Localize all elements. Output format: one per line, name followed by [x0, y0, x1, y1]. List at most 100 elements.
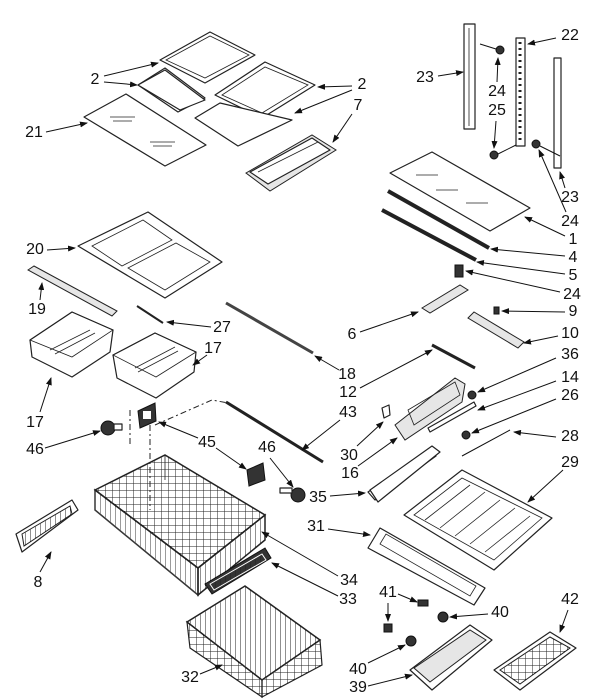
- leader-arrow: [538, 149, 567, 213]
- bracket-left-45: [137, 402, 157, 429]
- wire-basket-32: [185, 585, 323, 699]
- callout-1: 1: [524, 216, 578, 248]
- callout-31: 31: [307, 518, 371, 537]
- leader-arrow: [359, 311, 419, 333]
- part-number-label: 14: [561, 369, 579, 386]
- callout-34: 34: [261, 531, 358, 589]
- leader-arrow: [559, 609, 569, 633]
- part-number-label: 36: [561, 346, 579, 363]
- callout-14: 14: [477, 369, 579, 411]
- crisper-drawer-right-17: [112, 332, 197, 399]
- leader-arrow: [501, 308, 566, 315]
- part-number-label: 12: [339, 384, 357, 401]
- callout-43: 43: [301, 404, 357, 451]
- shelf-ladder-left-23: [463, 23, 476, 130]
- callout-17: 17: [26, 377, 52, 431]
- part-number-label: 17: [26, 414, 44, 431]
- part-number-label: 21: [25, 124, 43, 141]
- leader-arrow: [192, 354, 208, 366]
- part-number-label: 34: [340, 572, 358, 589]
- callout-20: 20: [26, 241, 76, 258]
- shelf-frame-upper-left: [159, 31, 256, 84]
- leader-arrow: [476, 259, 566, 275]
- leader-arrow: [261, 531, 339, 577]
- callout-17: 17: [192, 340, 222, 366]
- trim-19: [27, 265, 118, 317]
- callout-40: 40: [349, 644, 406, 678]
- leader-arrow: [327, 528, 371, 537]
- part-number-label: 9: [569, 303, 578, 320]
- callout-29: 29: [527, 454, 579, 503]
- screw-41-lower: [383, 623, 393, 633]
- screw-24-top: [479, 43, 505, 55]
- part-number-label: 32: [181, 669, 199, 686]
- part-number-label: 40: [349, 661, 367, 678]
- rail-14: [427, 401, 477, 433]
- trim-4: [387, 189, 490, 250]
- shelf-ladder-22: [515, 37, 526, 147]
- callout-46: 46: [258, 439, 294, 488]
- part-number-label: 20: [26, 241, 44, 258]
- leader-arrow: [359, 349, 433, 389]
- crisper-drawer-left-17: [29, 311, 114, 378]
- callout-27: 27: [166, 319, 231, 336]
- leader-arrow: [477, 357, 557, 393]
- callout-25: 25: [488, 102, 506, 149]
- leader-arrow: [513, 429, 557, 438]
- leader-arrow: [166, 319, 212, 328]
- screw-24-right: [531, 139, 561, 157]
- leader-arrow: [38, 282, 45, 301]
- leader-arrow: [39, 377, 52, 413]
- callout-33: 33: [271, 562, 357, 608]
- part-number-label: 27: [213, 319, 231, 336]
- callout-7: 7: [332, 97, 363, 143]
- basket-end-33: [204, 547, 272, 595]
- leader-arrow: [491, 120, 498, 149]
- callout-32: 32: [181, 664, 223, 686]
- callout-41: 41: [379, 584, 418, 622]
- leader-arrow: [199, 664, 223, 675]
- part-number-label: 45: [198, 434, 216, 451]
- callout-26: 26: [471, 387, 579, 434]
- part-number-label: 22: [561, 27, 579, 44]
- rail-10: [467, 311, 525, 349]
- part-number-label: 41: [379, 584, 397, 601]
- callout-18: 18: [314, 355, 356, 383]
- callout-24: 24: [538, 149, 579, 230]
- callout-36: 36: [477, 346, 579, 393]
- leader-arrow: [301, 419, 341, 451]
- part-number-label: 23: [561, 189, 579, 206]
- callout-40: 40: [449, 604, 509, 621]
- ice-bin-39: [409, 624, 493, 691]
- part-number-label: 2: [91, 71, 100, 88]
- leader-arrow: [367, 644, 406, 664]
- glass-shelf-1: [389, 151, 531, 232]
- part-number-label: 24: [488, 83, 506, 100]
- part-number-label: 23: [416, 69, 434, 86]
- leader-arrow: [332, 113, 353, 143]
- leader-arrow: [527, 37, 557, 46]
- part-number-label: 2: [358, 76, 367, 93]
- shelf-frame-lower-left: [137, 67, 206, 113]
- callout-42: 42: [559, 591, 579, 633]
- callout-39: 39: [349, 673, 413, 696]
- part-number-label: 30: [340, 447, 358, 464]
- leader-arrow: [45, 121, 88, 133]
- callout-16: 16: [341, 437, 398, 482]
- leader-arrow: [329, 490, 366, 497]
- part-number-label: 8: [34, 574, 43, 591]
- part-number-label: 10: [561, 325, 579, 342]
- callout-35: 35: [309, 489, 366, 506]
- screw-41-upper: [417, 599, 429, 607]
- callout-6: 6: [348, 311, 419, 343]
- leader-arrow: [46, 245, 76, 252]
- leader-arrow: [465, 269, 561, 293]
- leader-arrow: [317, 83, 353, 90]
- part-number-label: 25: [488, 102, 506, 119]
- part-number-label: 6: [348, 326, 357, 343]
- part-number-label: 4: [569, 249, 578, 266]
- washer-40-upper: [437, 611, 449, 623]
- callout-30: 30: [340, 421, 384, 464]
- callout-23: 23: [416, 69, 464, 86]
- leader-arrow: [271, 562, 339, 597]
